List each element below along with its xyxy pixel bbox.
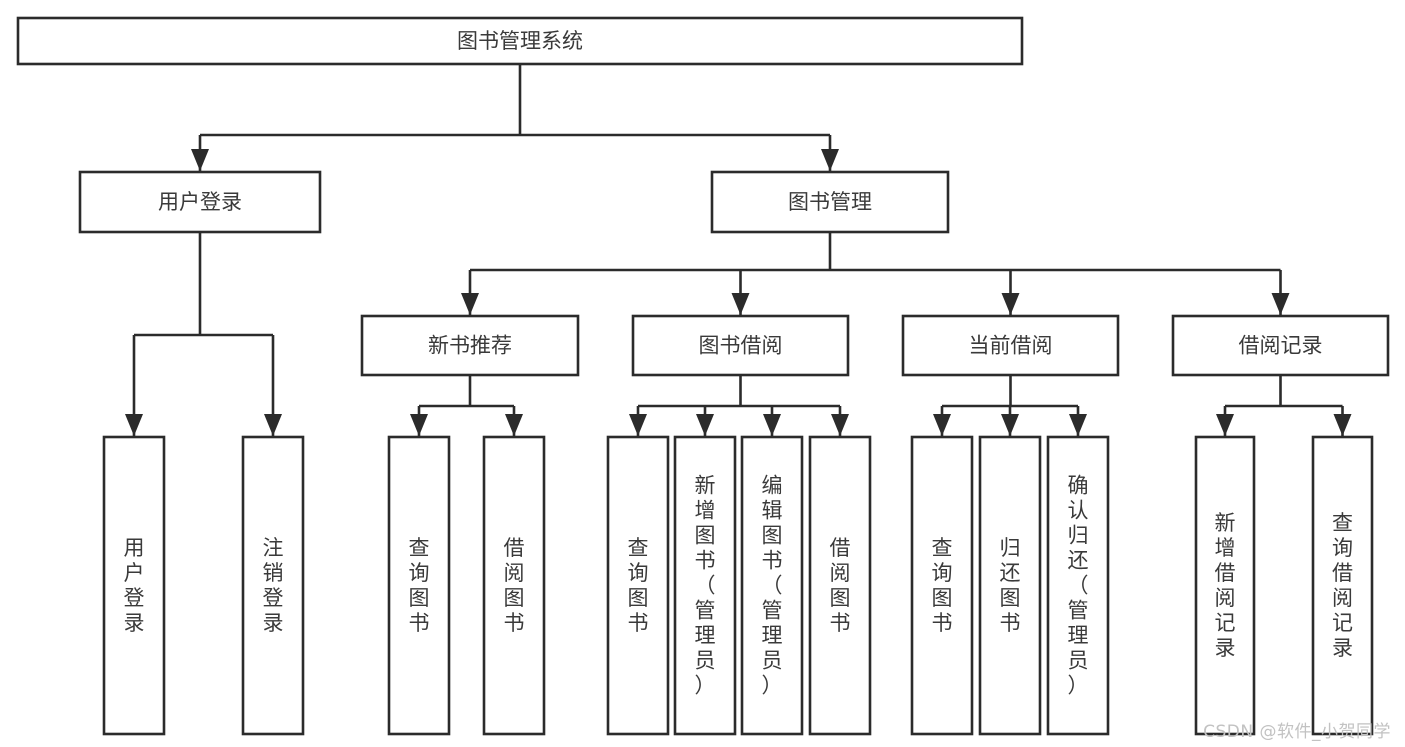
node-label: 用户登录 [124, 536, 145, 635]
connector-layer [125, 64, 1352, 436]
node-box[interactable] [1171, 314, 1390, 377]
node-box[interactable] [978, 435, 1042, 736]
arrow-head-icon [191, 149, 209, 171]
node-box[interactable] [901, 314, 1120, 377]
node-label: 图书借阅 [699, 334, 783, 358]
tree-node[interactable]: 新书推荐 [360, 314, 580, 377]
node-box[interactable] [710, 170, 950, 234]
arrow-head-icon [933, 414, 951, 436]
node-label: 当前借阅 [969, 334, 1053, 358]
tree-node[interactable]: 确认归还（管理员） [1046, 435, 1110, 736]
node-box[interactable] [482, 435, 546, 736]
tree-node[interactable]: 查询图书 [910, 435, 974, 736]
arrow-head-icon [1271, 293, 1290, 315]
node-label: 查询图书 [409, 536, 430, 635]
arrow-head-icon [264, 414, 282, 436]
arrow-head-icon [1069, 414, 1087, 436]
node-label: 查询图书 [628, 536, 649, 635]
arrow-head-icon [831, 414, 849, 436]
tree-node[interactable]: 图书管理 [710, 170, 950, 234]
node-label: 归还图书 [1000, 536, 1021, 635]
node-box[interactable] [78, 170, 322, 234]
tree-node[interactable]: 注销登录 [241, 435, 305, 736]
tree-node[interactable]: 查询图书 [606, 435, 670, 736]
node-label: 借阅记录 [1239, 334, 1323, 358]
node-label: 用户登录 [158, 190, 242, 214]
node-box[interactable] [631, 314, 850, 377]
tree-node[interactable]: 查询借阅记录 [1311, 435, 1374, 736]
tree-node[interactable]: 编辑图书（管理员） [740, 435, 804, 736]
tree-node[interactable]: 新增图书（管理员） [673, 435, 737, 736]
node-box[interactable] [360, 314, 580, 377]
node-label: 新增借阅记录 [1215, 511, 1236, 660]
arrow-head-icon [1333, 414, 1352, 436]
node-label: 图书管理 [788, 190, 872, 214]
node-label: 注销登录 [263, 536, 284, 635]
node-box[interactable] [910, 435, 974, 736]
node-box[interactable] [1046, 435, 1110, 736]
node-label: 图书管理系统 [457, 29, 583, 53]
arrow-head-icon [125, 414, 143, 436]
arrow-head-icon [821, 149, 839, 171]
tree-node[interactable]: 当前借阅 [901, 314, 1120, 377]
node-layer: 图书管理系统用户登录用户登录注销登录图书管理新书推荐查询图书借阅图书图书借阅查询… [16, 16, 1390, 736]
arrow-head-icon [696, 414, 714, 436]
node-box[interactable] [808, 435, 872, 736]
tree-node[interactable]: 借阅图书 [482, 435, 546, 736]
tree-node[interactable]: 查询图书 [387, 435, 451, 736]
arrow-head-icon [1216, 414, 1234, 436]
node-label: 确认归还（管理员） [1068, 474, 1089, 698]
arrow-head-icon [410, 414, 428, 436]
arrow-head-icon [629, 414, 647, 436]
node-box[interactable] [673, 435, 737, 736]
arrow-head-icon [1001, 293, 1020, 315]
arrow-head-icon [1001, 414, 1019, 436]
node-box[interactable] [740, 435, 804, 736]
tree-node[interactable]: 借阅图书 [808, 435, 872, 736]
tree-node[interactable]: 借阅记录 [1171, 314, 1390, 377]
tree-node[interactable]: 图书管理系统 [16, 16, 1024, 66]
node-label: 新书推荐 [428, 334, 512, 358]
tree-node[interactable]: 用户登录 [78, 170, 322, 234]
node-box[interactable] [606, 435, 670, 736]
node-box[interactable] [1194, 435, 1256, 736]
node-box[interactable] [241, 435, 305, 736]
csdn-watermark: CSDN @软件_小贺同学 [1203, 722, 1391, 742]
node-label: 借阅图书 [504, 536, 525, 635]
arrow-head-icon [461, 293, 479, 315]
node-label: 借阅图书 [830, 536, 851, 635]
node-box[interactable] [16, 16, 1024, 66]
arrow-head-icon [731, 293, 750, 315]
tree-node[interactable]: 新增借阅记录 [1194, 435, 1256, 736]
tree-node[interactable]: 图书借阅 [631, 314, 850, 377]
arrow-head-icon [505, 414, 523, 436]
tree-node[interactable]: 归还图书 [978, 435, 1042, 736]
tree-node[interactable]: 用户登录 [102, 435, 166, 736]
node-label: 新增图书（管理员） [695, 474, 716, 698]
node-label: 编辑图书（管理员） [762, 474, 783, 698]
arrow-head-icon [763, 414, 781, 436]
node-label: 查询图书 [932, 536, 953, 635]
node-box[interactable] [1311, 435, 1374, 736]
node-box[interactable] [387, 435, 451, 736]
node-box[interactable] [102, 435, 166, 736]
node-label: 查询借阅记录 [1332, 511, 1353, 660]
